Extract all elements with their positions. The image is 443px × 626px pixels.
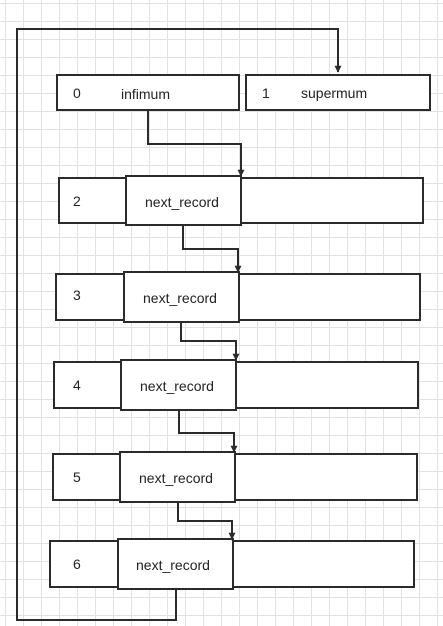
next-record-label-6: next_record	[136, 557, 210, 573]
supermum-record	[245, 74, 431, 111]
next-record-cell-4	[120, 359, 237, 411]
next-record-label-5: next_record	[139, 470, 213, 486]
link-arrow-2-to-3	[182, 225, 242, 273]
infimum-index: 0	[73, 85, 81, 101]
record-index-5: 5	[73, 469, 81, 485]
record-index-4: 4	[73, 377, 81, 393]
loop-back-arrow	[16, 28, 342, 621]
next-record-label-4: next_record	[140, 378, 214, 394]
link-arrow-5-to-6	[177, 501, 236, 540]
infimum-record	[56, 74, 240, 111]
supermum-index: 1	[262, 85, 270, 101]
link-arrow-0-to-2	[147, 110, 245, 177]
infimum-label: infimum	[121, 86, 171, 102]
next-record-cell-3	[123, 271, 240, 323]
record-index-3: 3	[73, 287, 81, 303]
next-record-label-2: next_record	[145, 194, 219, 210]
record-index-2: 2	[73, 193, 81, 209]
next-record-cell-2	[125, 175, 242, 226]
link-arrow-3-to-4	[180, 321, 240, 361]
next-record-label-3: next_record	[143, 290, 217, 306]
next-record-cell-6	[117, 538, 234, 590]
link-arrow-4-to-5	[178, 409, 238, 453]
supermum-label: supermum	[301, 85, 368, 101]
record-index-6: 6	[73, 556, 81, 572]
next-record-cell-5	[119, 451, 236, 503]
